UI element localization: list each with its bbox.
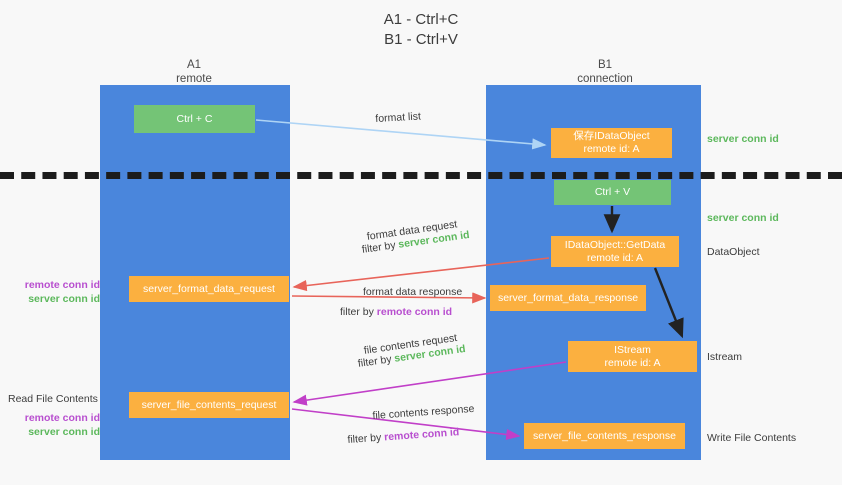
- filter-value-remote-conn-id: remote conn id: [376, 306, 453, 318]
- filter-prefix: filter by: [361, 238, 400, 256]
- box-ctrl-v[interactable]: Ctrl + V: [554, 180, 671, 205]
- arrow-label-file-contents-response-filter: filter by remote conn id: [347, 425, 460, 448]
- box-idataobject-getdata[interactable]: IDataObject::GetData remote id: A: [551, 236, 679, 267]
- annotation-write-file-contents: Write File Contents: [707, 432, 797, 444]
- page-title: A1 - Ctrl+C B1 - Ctrl+V: [383, 11, 459, 48]
- annotation-read-file-contents: Read File Contents: [8, 393, 98, 405]
- annotation-istream: Istream: [707, 351, 743, 363]
- annotation-conn-ids-file: remote conn id server conn id: [8, 411, 100, 439]
- annotation-remote-conn-id-1: remote conn id: [24, 279, 100, 291]
- box-server-format-data-response[interactable]: server_format_data_response: [490, 285, 646, 311]
- box-server-file-contents-response[interactable]: server_file_contents_response: [524, 423, 685, 449]
- box-server-format-data-request[interactable]: server_format_data_request: [129, 276, 289, 302]
- filter-prefix: filter by: [357, 352, 396, 370]
- annotation-server-conn-id-mid: server conn id: [707, 212, 779, 224]
- filter-value-remote-conn-id: remote conn id: [383, 426, 460, 444]
- annotation-conn-ids-format: remote conn id server conn id: [8, 278, 100, 306]
- annotation-server-conn-id-2: server conn id: [28, 426, 100, 438]
- annotation-remote-conn-id-2: remote conn id: [24, 412, 100, 424]
- annotation-server-conn-id-top: server conn id: [707, 133, 779, 145]
- arrow-label-format-list: format list: [375, 110, 422, 125]
- column-header-b1: B1 connection: [577, 59, 633, 85]
- arrow-label-file-contents-response: file contents response: [372, 402, 475, 422]
- arrow-label-format-data-response-filter: filter by remote conn id: [340, 305, 452, 320]
- box-server-file-contents-request[interactable]: server_file_contents_request: [129, 392, 289, 418]
- annotation-server-conn-id-1: server conn id: [28, 293, 100, 305]
- filter-prefix: filter by: [340, 306, 377, 318]
- box-istream[interactable]: IStream remote id: A: [568, 341, 697, 372]
- arrow-label-format-data-response: format data response: [363, 286, 463, 298]
- annotation-dataobject: DataObject: [707, 246, 760, 258]
- box-ctrl-c[interactable]: Ctrl + C: [134, 105, 255, 133]
- column-header-a1: A1 remote: [176, 59, 212, 85]
- filter-prefix: filter by: [347, 431, 385, 446]
- phase-divider: [0, 172, 842, 179]
- box-idataobject[interactable]: 保存IDataObject remote id: A: [551, 128, 672, 158]
